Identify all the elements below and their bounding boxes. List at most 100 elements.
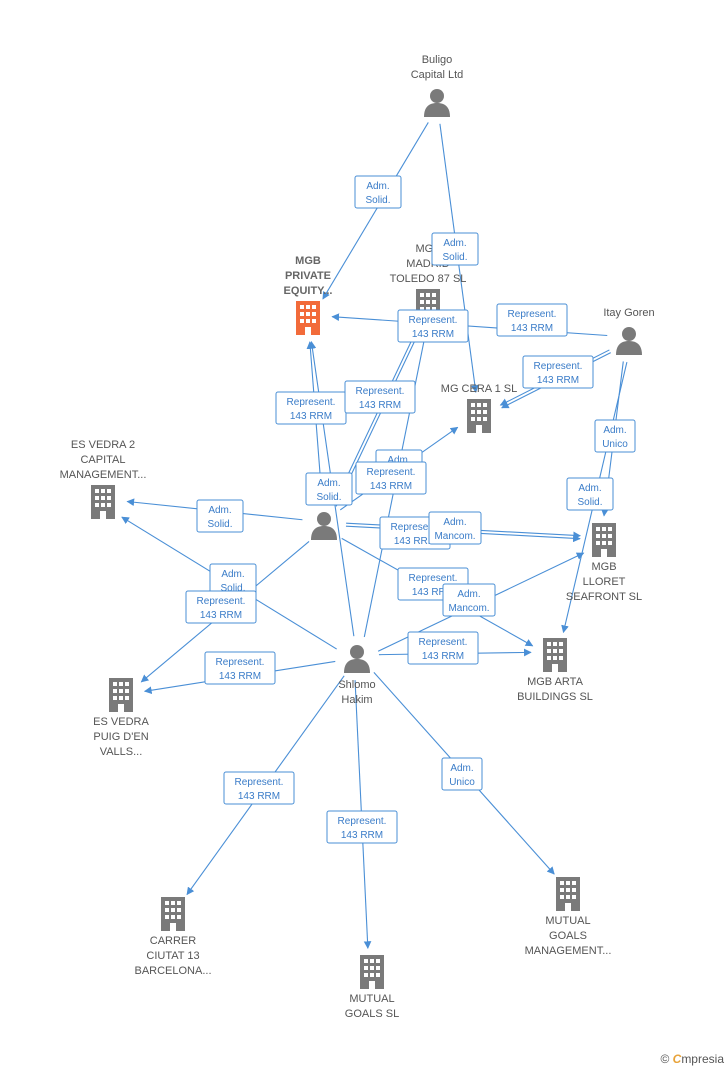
edge-label-box	[428, 511, 482, 545]
building-icon	[296, 301, 320, 335]
edge-label-line: Unico	[602, 439, 628, 450]
edge-label-line: 143 RRM	[412, 587, 454, 598]
edge-label-box	[305, 472, 353, 506]
edge-label-box	[204, 651, 276, 685]
node-label: BUILDINGS SL	[517, 691, 593, 703]
edge-label-box	[522, 355, 594, 389]
edge-label-line: Represent.	[197, 596, 246, 607]
building-icon	[360, 955, 384, 989]
building-icon	[467, 399, 491, 433]
edge-label-line: Solid.	[365, 195, 390, 206]
node-label: CARRER	[150, 935, 197, 947]
node-itay[interactable]: Itay Goren	[603, 307, 655, 355]
node-label: MUTUAL	[349, 993, 394, 1005]
node-label: BARCELONA...	[134, 965, 211, 977]
edge-label-line: Solid.	[316, 492, 341, 503]
edge-label-0: Adm.Solid.	[354, 175, 402, 209]
edge-label-line: Mancom.	[434, 531, 475, 542]
edge-label-line: Represent.	[391, 522, 440, 533]
building-icon	[91, 485, 115, 519]
copyright-symbol: ©	[660, 1052, 670, 1066]
node-label: Itay Goren	[603, 307, 654, 319]
brand-logo-text: mpresia	[681, 1052, 724, 1066]
edge-label-line: Adm.	[603, 425, 626, 436]
edge-label-line: Adm.	[450, 763, 473, 774]
node-label: Buligo	[422, 54, 453, 66]
edge-label-box	[594, 419, 636, 453]
node-label: MGB	[295, 255, 321, 267]
edge-buligo-to-mgb_private	[322, 122, 429, 300]
node-label: MG CERA 1 SL	[441, 383, 517, 395]
node-label: EQUITY...	[284, 285, 333, 297]
edge-label-line: Solid.	[442, 252, 467, 263]
person-icon	[344, 645, 370, 673]
node-es_vedra2[interactable]: ES VEDRA 2 CAPITAL MANAGEMENT...	[60, 439, 147, 519]
edge-label-box	[407, 631, 479, 665]
edge-label-line: 143 RRM	[359, 400, 401, 411]
node-mutual_goals_mgmt[interactable]: MUTUALGOALSMANAGEMENT...	[525, 877, 612, 957]
node-label: Hakim	[341, 694, 372, 706]
edge-label-line: Solid.	[577, 497, 602, 508]
edge-label-22: Adm.Unico	[441, 757, 483, 791]
edge-label-box	[354, 175, 402, 209]
node-mgb_private[interactable]: MGBPRIVATEEQUITY...	[284, 255, 333, 335]
edge-label-17: Represent.143 RRM	[204, 651, 276, 685]
building-icon	[161, 897, 185, 931]
edge-label-line: Solid.	[207, 519, 232, 530]
node-label: ES VEDRA	[93, 716, 149, 728]
edge-label-2: Represent.143 RRM	[397, 309, 469, 343]
edge-label-box	[397, 309, 469, 343]
node-person_mid[interactable]	[311, 512, 337, 540]
node-label: ES VEDRA 2	[71, 439, 135, 451]
edge-label-18: Adm.Mancom.	[442, 583, 496, 617]
edge-label-line: Represent.	[534, 361, 583, 372]
edge-label-line: Represent.	[367, 467, 416, 478]
person-icon	[311, 512, 337, 540]
edge-label-3: Represent.143 RRM	[496, 303, 568, 337]
edge-label-box	[431, 232, 479, 266]
edge-label-box	[223, 771, 295, 805]
edge-label-11: Adm. Mancom.	[428, 511, 482, 545]
building-icon	[109, 678, 133, 712]
edge-label-box	[496, 303, 568, 337]
building-icon	[556, 877, 580, 911]
edge-label-line: Adm.	[221, 569, 244, 580]
brand-logo-initial: C	[672, 1052, 682, 1066]
edge-label-box	[566, 477, 614, 511]
node-label: GOALS SL	[345, 1008, 399, 1020]
edge-label-line: Represent.	[235, 777, 284, 788]
edge-label-16: Represent.143 RRM	[185, 590, 257, 624]
node-es_vedra_puig[interactable]: ES VEDRA PUIG D'EN VALLS...	[93, 678, 149, 758]
edge-label-line: Adm.	[443, 517, 466, 528]
edge-label-box	[442, 583, 496, 617]
node-label: MANAGEMENT...	[60, 469, 147, 481]
edge-label-line: 143 RRM	[511, 323, 553, 334]
edge-label-box	[326, 810, 398, 844]
node-label: VALLS...	[100, 746, 143, 758]
node-mutual_goals[interactable]: MUTUAL GOALS SL	[345, 955, 399, 1020]
node-mg_cera[interactable]: MG CERA 1 SL	[441, 383, 517, 433]
person-icon	[616, 327, 642, 355]
edge-label-23: Adm. Unico	[594, 419, 636, 453]
edge-label-line: Adm.	[208, 505, 231, 516]
edge-label-line: Represent.	[419, 637, 468, 648]
node-label: CAPITAL	[80, 454, 125, 466]
edge-label-21: Represent.143 RRM	[326, 810, 398, 844]
edge-label-9: Adm. Solid.	[196, 499, 244, 533]
node-label: PUIG D'EN	[93, 731, 148, 743]
building-icon	[592, 523, 616, 557]
node-label: MGB	[591, 561, 616, 573]
edge-label-line: 143 RRM	[394, 536, 436, 547]
node-label: Shlomo	[338, 679, 375, 691]
node-label: TOLEDO 87 SL	[390, 273, 467, 285]
edge-label-line: 143 RRM	[412, 329, 454, 340]
brand-watermark: © Cmpresia	[660, 1052, 724, 1066]
edge-label-19: Represent.143 RRM	[407, 631, 479, 665]
edge-label-5: Represent.143 RRM	[275, 391, 347, 425]
